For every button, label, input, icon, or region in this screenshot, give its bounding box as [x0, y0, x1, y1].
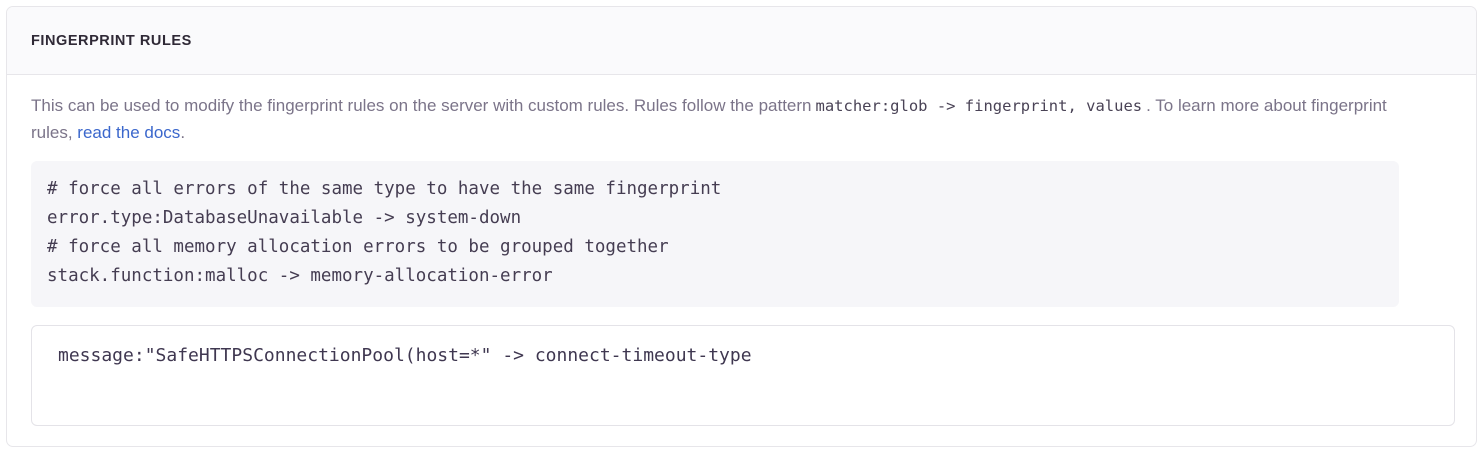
panel-body: This can be used to modify the fingerpri… — [7, 75, 1476, 426]
panel-header: FINGERPRINT RULES — [7, 7, 1476, 75]
page-title: FINGERPRINT RULES — [31, 32, 192, 49]
description-after-code: . To learn more about fingerprint rules, — [31, 96, 1387, 142]
fingerprint-rules-textarea[interactable] — [31, 324, 1455, 426]
description-before-code: This can be used to modify the fingerpri… — [31, 96, 812, 115]
read-the-docs-link[interactable]: read the docs — [77, 122, 181, 142]
example-code-block: # force all errors of the same type to h… — [31, 161, 1399, 307]
description-text: This can be used to modify the fingerpri… — [31, 93, 1411, 146]
fingerprint-rules-panel: FINGERPRINT RULES This can be used to mo… — [6, 6, 1477, 447]
description-sentence-end: . — [180, 122, 186, 142]
inline-code-pattern: matcher:glob -> fingerprint, values — [815, 97, 1143, 115]
